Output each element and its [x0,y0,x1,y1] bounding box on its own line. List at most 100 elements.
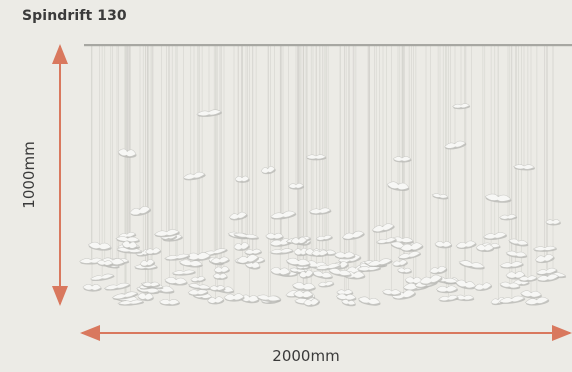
glass-piece [390,236,414,244]
glass-piece [397,251,422,260]
glass-piece [196,109,222,117]
glass-piece [315,234,333,242]
glass-piece [317,280,335,288]
height-dimension-label: 1000mm [20,141,38,209]
glass-piece [137,292,154,302]
glass-piece [228,211,248,221]
glass-piece [103,282,131,291]
glass-piece [185,252,211,262]
glass-piece [520,290,542,299]
glass-piece [236,254,260,265]
glass-piece [256,294,281,303]
glass-piece [111,291,139,300]
glass-piece [429,266,448,275]
glass-piece [210,256,230,265]
glass-piece [482,232,508,240]
glass-piece [142,281,161,288]
glass-piece [270,267,291,276]
glass-piece [117,299,145,306]
glass-piece [505,250,528,259]
glass-piece [367,258,393,268]
glass-piece [474,282,493,291]
glass-piece [270,210,297,220]
glass-piece [121,240,138,250]
glass-piece [139,259,156,268]
glass-piece [536,273,560,282]
glass-piece [518,275,538,282]
glass-piece [311,270,333,280]
glass-piece [419,274,443,285]
glass-piece [145,247,162,256]
glass-piece [484,193,512,203]
glass-piece [434,240,453,249]
glass-piece [435,285,458,294]
glass-piece [341,230,365,241]
glass-piece [269,248,294,255]
glass-piece [455,240,477,250]
glass-piece [164,253,191,261]
glass-piece [212,273,228,281]
glass-piece [153,229,180,238]
glass-piece [187,283,211,291]
glass-piece [209,285,226,292]
glass-piece [315,263,342,271]
glass-piece [260,166,276,175]
glass-piece [498,295,526,304]
glass-piece [159,299,180,306]
glass-piece [438,294,459,302]
glass-piece [129,206,152,216]
ceiling-canopy [84,44,572,47]
glass-piece [232,232,260,240]
glass-piece [499,281,521,290]
product-title: Spindrift 130 [22,8,127,24]
glass-piece [499,214,518,221]
glass-piece [305,154,327,161]
glass-piece [290,236,308,245]
glass-piece [87,241,112,251]
glass-piece [171,269,196,276]
glass-piece [190,276,206,283]
glass-piece [535,253,555,264]
glass-piece [311,249,329,257]
glass-piece [178,259,203,268]
glass-piece [475,244,495,253]
glass-piece [357,296,381,306]
glass-piece [308,207,332,215]
glass-piece [371,223,395,233]
glass-piece [288,183,305,190]
glass-piece [444,140,467,150]
glass-piece [545,219,561,226]
glass-piece [207,296,225,305]
glass-piece [293,248,309,257]
glass-piece [382,289,402,297]
glass-piece [431,193,449,200]
glass-piece [452,103,471,110]
glass-piece [499,261,524,269]
glass-piece [233,242,250,251]
glass-piece [458,260,485,270]
glass-piece [392,259,408,268]
glass-piece [213,266,230,274]
glass-piece [115,236,140,243]
glass-piece [187,288,209,297]
glass-piece [244,248,262,256]
glass-piece [182,171,206,181]
glass-piece [303,298,320,307]
glass-piece [454,294,475,302]
glass-piece [333,251,356,260]
glass-piece [82,283,102,292]
glass-piece [285,257,311,267]
glass-piece [397,267,412,274]
glass-piece [455,279,477,290]
glass-piece [291,282,316,292]
glass-piece [524,296,550,306]
glass-piece [532,245,557,252]
glass-piece [96,259,114,267]
glass-piece [513,164,535,171]
glass-piece [293,290,314,299]
glass-piece [335,293,357,302]
glass-piece [239,294,260,304]
glass-piece [341,299,356,307]
width-dimension-label: 2000mm [272,347,340,365]
